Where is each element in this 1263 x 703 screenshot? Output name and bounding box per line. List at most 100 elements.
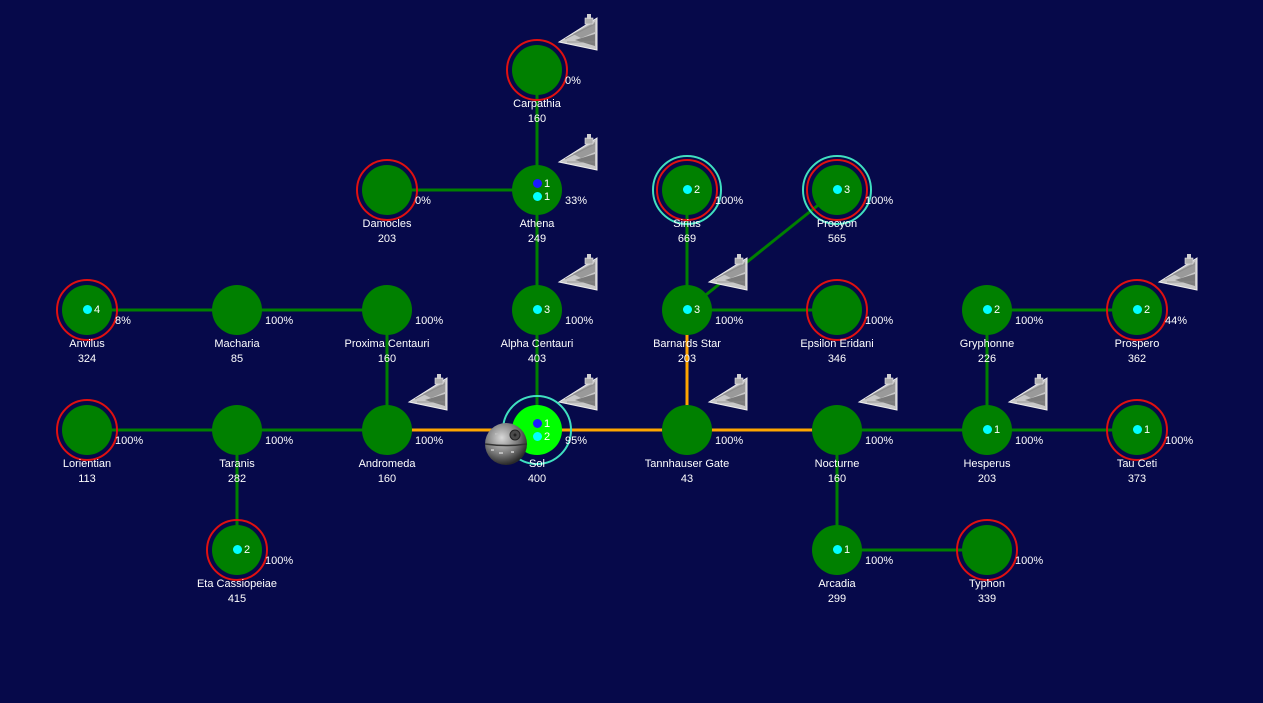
planet-disc[interactable] <box>362 405 412 455</box>
planet-population: 400 <box>527 473 547 485</box>
planet-name: Sol <box>529 458 545 470</box>
planet-disc[interactable] <box>362 165 412 215</box>
fleet-count: 2 <box>694 184 701 196</box>
planet-status: 100% <box>865 195 894 207</box>
fleet-marker[interactable]: 3 <box>683 304 700 316</box>
fleet-dot-icon <box>1133 425 1142 434</box>
fleet-marker[interactable]: 1 <box>983 424 1000 436</box>
fleet-marker[interactable]: 3 <box>833 184 850 196</box>
planet-population: 113 <box>78 473 96 485</box>
fleet-count: 2 <box>1144 304 1151 316</box>
planet-name: Sirius <box>673 218 701 230</box>
planet-status: 95% <box>565 435 588 447</box>
planet-status: 100% <box>115 435 144 447</box>
planet-status: 100% <box>715 315 744 327</box>
planet-disc[interactable] <box>512 45 562 95</box>
fleet-count: 1 <box>544 178 551 190</box>
fleet-marker[interactable]: 2 <box>683 184 700 196</box>
fleet-count: 2 <box>244 544 251 556</box>
star-destroyer-icon <box>557 14 598 51</box>
planet-disc[interactable] <box>962 525 1012 575</box>
planet-disc[interactable] <box>512 165 562 215</box>
fleet-marker[interactable]: 3 <box>533 304 550 316</box>
fleet-marker[interactable]: 1 <box>533 178 550 190</box>
enemy-ring <box>1106 279 1168 341</box>
enemy-ring <box>1106 399 1168 461</box>
planet-disc[interactable] <box>812 405 862 455</box>
fleet-count: 1 <box>1144 424 1151 436</box>
fleet-dot-icon <box>533 305 542 314</box>
planet-disc[interactable] <box>812 285 862 335</box>
planet-status: 100% <box>415 315 444 327</box>
planet-disc[interactable] <box>212 285 262 335</box>
star-destroyer-icon <box>557 374 598 411</box>
planet-population: 324 <box>77 353 97 365</box>
fleet-marker[interactable]: 2 <box>233 544 250 556</box>
enemy-ring <box>806 279 868 341</box>
planet-name: Carpathia <box>513 98 561 110</box>
planet-disc[interactable] <box>62 405 112 455</box>
star-destroyer-icon <box>707 374 748 411</box>
owned-ring <box>802 155 872 225</box>
star-destroyer-icon <box>407 374 448 411</box>
planet-population: 362 <box>1127 353 1147 365</box>
planet-name: Epsilon Eridani <box>800 338 874 350</box>
planet-population: 373 <box>1127 473 1147 485</box>
fleet-count: 3 <box>544 304 551 316</box>
planet-disc[interactable] <box>662 405 712 455</box>
planet-name: Hesperus <box>963 458 1011 470</box>
planet-status: 8% <box>115 315 131 327</box>
enemy-ring <box>56 279 118 341</box>
fleet-marker[interactable]: 2 <box>533 431 550 443</box>
fleet-dot-icon <box>533 419 542 428</box>
star-destroyer-icon <box>707 254 748 291</box>
enemy-ring <box>656 159 718 221</box>
fleet-marker[interactable]: 2 <box>983 304 1000 316</box>
planet-population: 403 <box>527 353 547 365</box>
fleet-marker[interactable]: 1 <box>533 418 550 430</box>
planet-name: Taranis <box>219 458 255 470</box>
planet-name: Prospero <box>1114 338 1160 350</box>
fleet-dot-icon <box>683 185 692 194</box>
fleet-dot-icon <box>533 179 542 188</box>
planet-status: 100% <box>715 195 744 207</box>
fleet-marker[interactable]: 1 <box>533 191 550 203</box>
planet-population: 160 <box>527 113 547 125</box>
planet-name: Procyon <box>816 218 858 230</box>
fleet-marker[interactable]: 2 <box>1133 304 1150 316</box>
planet-disc[interactable] <box>362 285 412 335</box>
planet-status: 100% <box>415 435 444 447</box>
fleet-marker[interactable]: 4 <box>83 304 100 316</box>
fleet-dot-icon <box>833 545 842 554</box>
planet-disc[interactable] <box>212 405 262 455</box>
fleet-count: 2 <box>544 431 551 443</box>
fleet-marker[interactable]: 1 <box>833 544 850 556</box>
planet-status: 100% <box>1165 435 1194 447</box>
fleet-dot-icon <box>1133 305 1142 314</box>
fleet-marker[interactable]: 1 <box>1133 424 1150 436</box>
planet-population: 282 <box>227 473 247 485</box>
